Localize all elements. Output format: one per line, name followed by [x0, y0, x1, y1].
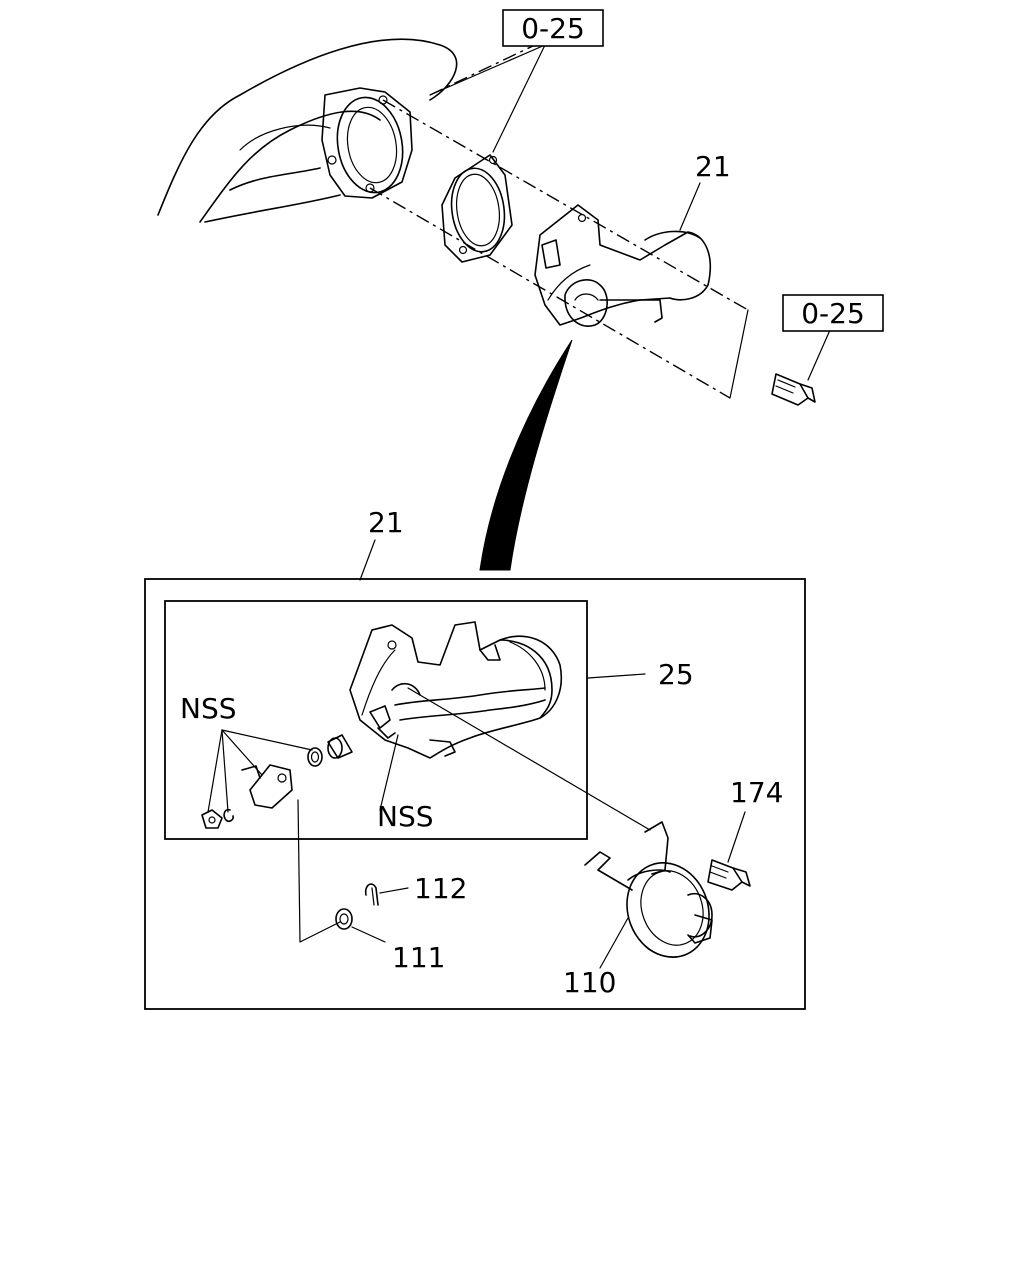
gasket	[441, 154, 513, 263]
outlet-elbow-top	[534, 204, 712, 327]
bolt-top	[771, 373, 816, 406]
outer-detail-box	[144, 578, 806, 1010]
nss-small-parts	[201, 734, 353, 829]
bolt-174	[707, 859, 751, 891]
inner-detail-box	[164, 600, 588, 840]
ref-label-top: 0-25	[521, 12, 585, 45]
part-label-174: 174	[730, 776, 783, 809]
leader-25	[587, 673, 646, 679]
nss-leaders	[207, 687, 651, 943]
part-label-21-top: 21	[695, 150, 731, 183]
part-label-25: 25	[658, 658, 694, 691]
part-label-110: 110	[563, 966, 616, 999]
ref-box-bolt	[782, 294, 884, 332]
part-label-111: 111	[392, 941, 445, 974]
cotter-pin-112	[364, 883, 379, 906]
actuator-110	[584, 821, 713, 958]
leaders-top	[429, 44, 831, 399]
elbow-housing-25	[349, 621, 563, 759]
washer-111	[335, 908, 353, 930]
alignment-lines-top	[369, 44, 749, 399]
leader-111	[351, 926, 386, 943]
leader-174	[727, 811, 746, 863]
nss-label-left: NSS	[180, 692, 237, 725]
part-label-112: 112	[414, 872, 467, 905]
detail-arrow	[479, 339, 573, 571]
ref-label-bolt: 0-25	[801, 297, 865, 330]
part-label-21-box: 21	[368, 506, 404, 539]
leader-21	[359, 539, 376, 581]
nss-label-mid: NSS	[377, 800, 434, 833]
engine-flange	[321, 87, 413, 199]
leader-110	[599, 917, 629, 969]
engine-body-outline	[157, 38, 458, 223]
leader-112	[379, 887, 409, 894]
ref-box-top	[502, 9, 604, 47]
